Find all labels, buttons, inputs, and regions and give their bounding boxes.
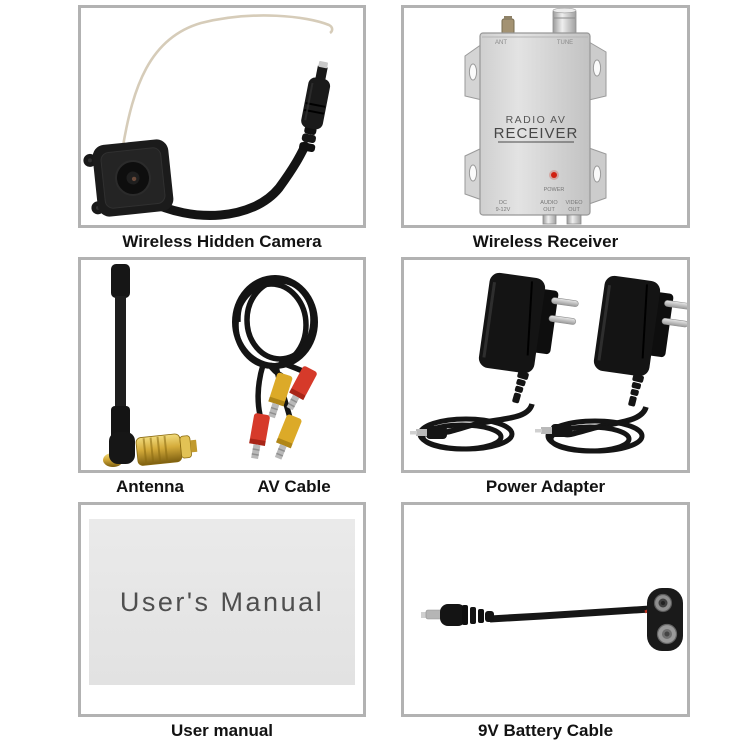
video-label-line2: OUT — [568, 207, 580, 213]
power-adapter-2 — [535, 275, 687, 454]
tune-knob — [552, 8, 577, 36]
panel-wireless-receiver: ANT TUNE RADIO AV RECEIVER POWER DC 9-12… — [401, 5, 690, 228]
receiver-title: RADIO AV RECEIVER — [494, 114, 579, 143]
dc-label-line2: 9-12V — [496, 207, 511, 213]
panel-power-adapter — [401, 257, 690, 473]
caption-antenna: Antenna — [116, 477, 184, 496]
power-led-label: POWER — [544, 187, 565, 193]
panel-user-manual: User's Manual — [78, 502, 366, 717]
audio-label-line2: OUT — [543, 207, 555, 213]
caption-row-antenna-av: Antenna AV Cable — [78, 477, 366, 497]
manual-cover-title: User's Manual — [119, 586, 325, 617]
av-cable-coil — [232, 275, 318, 369]
strain-relief-2 — [628, 374, 644, 407]
caption-wireless-hidden-camera: Wireless Hidden Camera — [122, 232, 322, 251]
power-led: POWER — [544, 170, 565, 193]
camera-antenna-wire — [121, 14, 334, 147]
battery-cable-wire — [489, 605, 651, 623]
av-jack-connector — [299, 61, 331, 153]
antenna-product — [103, 264, 198, 467]
av-plug-yellow-1 — [268, 372, 293, 419]
ant-connector — [501, 16, 515, 35]
dc-label-line1: DC — [499, 200, 507, 206]
manual-cover: User's Manual — [89, 519, 355, 685]
receiver-title-line1: RADIO AV — [506, 114, 567, 126]
dc-plug-1 — [410, 426, 447, 439]
av-cable-product — [232, 275, 318, 460]
camera-body — [83, 139, 174, 217]
caption-user-manual: User manual — [170, 721, 274, 740]
caption-av-cable: AV Cable — [257, 477, 331, 496]
av-plug-red-2 — [249, 413, 270, 460]
caption-power-adapter: Power Adapter — [485, 477, 606, 496]
battery-cable-plug — [421, 604, 494, 626]
tune-label: TUNE — [557, 40, 573, 46]
ant-label: ANT — [495, 40, 507, 46]
camera-cable — [142, 141, 310, 220]
dc-plug-2 — [535, 424, 572, 437]
antenna-av-cable-illustration — [103, 264, 318, 467]
caption-wireless-receiver: Wireless Receiver — [472, 232, 619, 251]
battery-cable-illustration — [421, 588, 683, 651]
output-jacks — [542, 214, 582, 225]
panel-antenna-av-cable — [78, 257, 366, 473]
bottom-port-labels: DC 9-12V AUDIO OUT VIDEO OUT — [496, 200, 584, 213]
panel-wireless-hidden-camera — [78, 5, 366, 228]
caption-9v-battery-cable: 9V Battery Cable — [477, 721, 614, 740]
wireless-receiver-illustration: ANT TUNE RADIO AV RECEIVER POWER DC 9-12… — [464, 8, 607, 225]
av-plug-yellow-2 — [274, 414, 302, 460]
audio-label-line1: AUDIO — [540, 200, 558, 206]
power-adapter-1 — [410, 272, 579, 452]
panel-9v-battery-cable — [401, 502, 690, 717]
antenna-gold-connector — [135, 433, 198, 466]
battery-cable-product — [421, 588, 683, 651]
strain-relief-1 — [512, 370, 529, 404]
power-adapter-illustration — [410, 272, 687, 454]
battery-snap-connector — [644, 588, 683, 651]
wireless-hidden-camera-illustration — [83, 14, 334, 220]
receiver-box — [479, 32, 591, 216]
av-plug-red-1 — [286, 366, 317, 411]
video-label-line1: VIDEO — [565, 200, 583, 206]
receiver-title-line2: RECEIVER — [494, 125, 579, 142]
